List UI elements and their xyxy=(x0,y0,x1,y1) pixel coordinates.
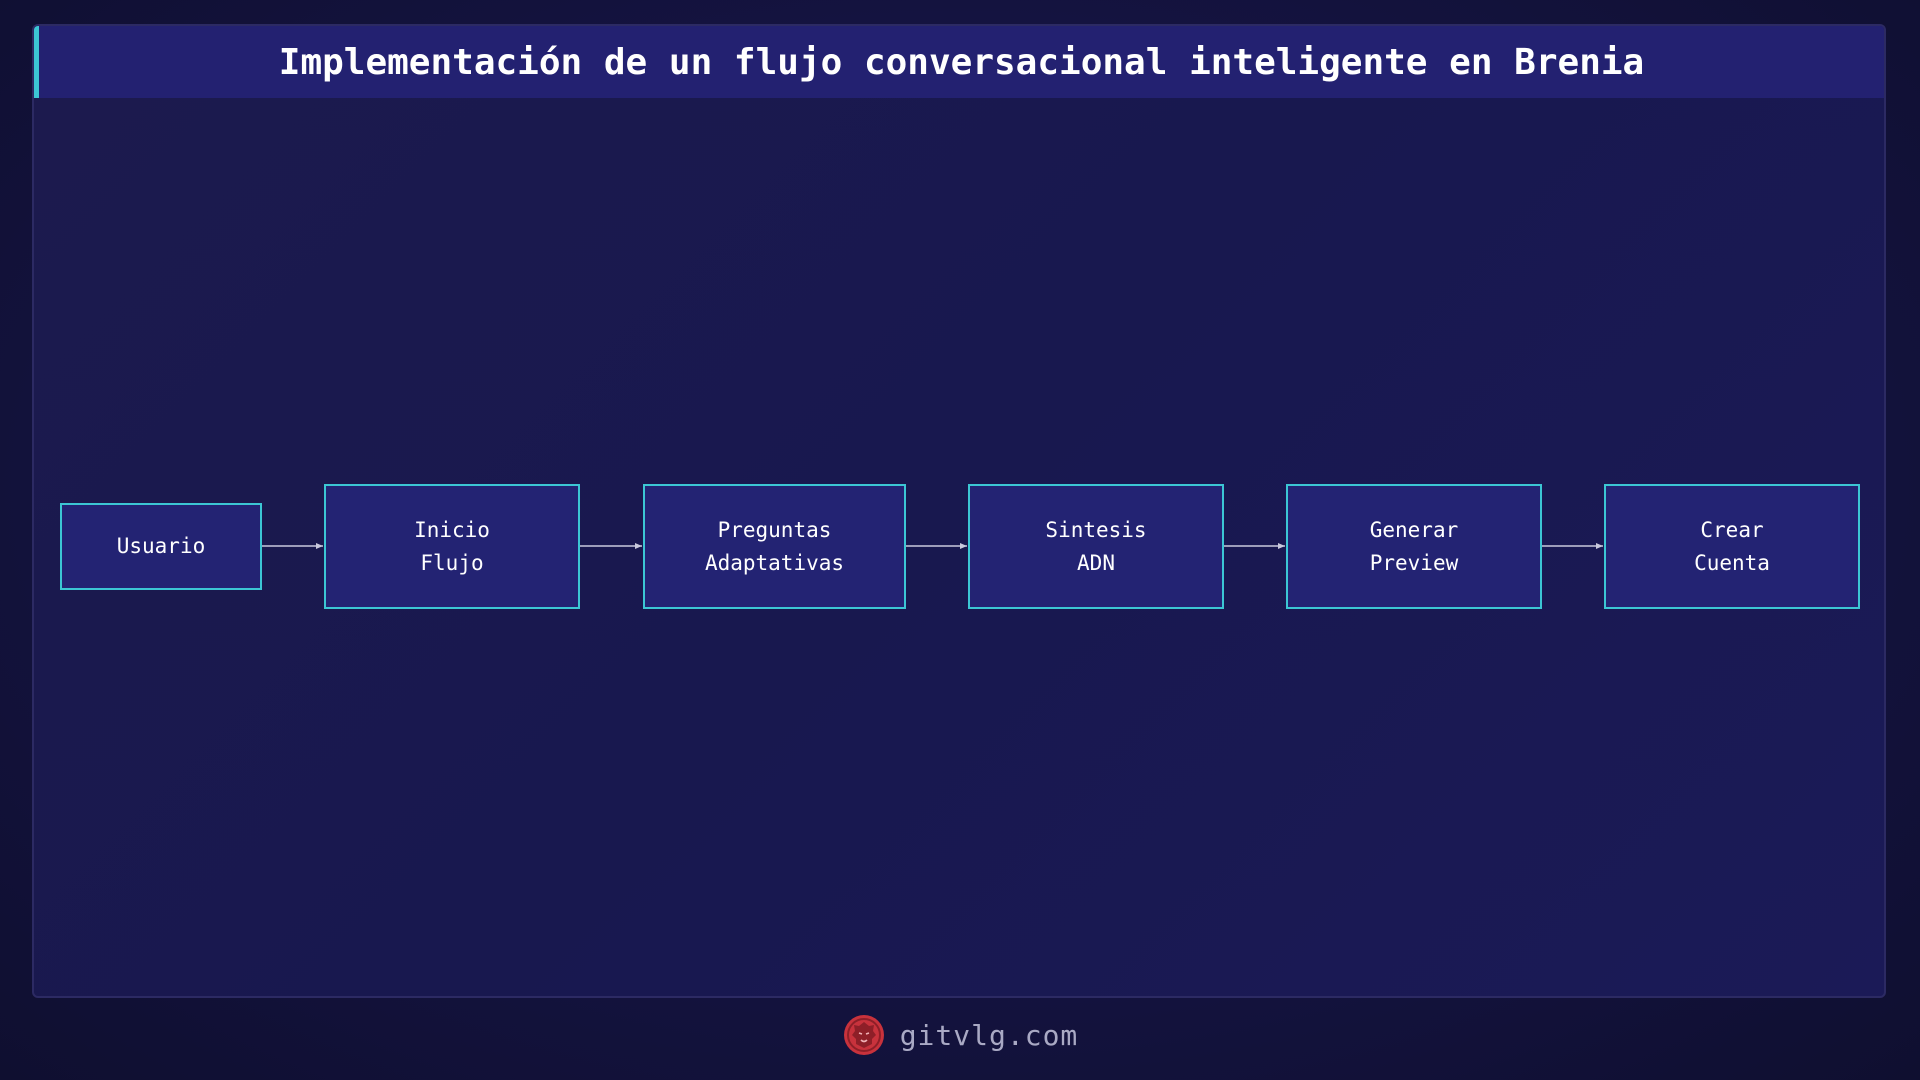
node-label-line: Inicio xyxy=(414,517,490,542)
page-title: Implementación de un flujo conversaciona… xyxy=(278,41,1645,83)
node-label-line: Preguntas xyxy=(717,517,832,542)
footer: gitvlg.com xyxy=(0,1010,1920,1060)
node-label-line: Sintesis xyxy=(1045,517,1147,542)
lion-head-icon xyxy=(843,1015,884,1055)
footer-site[interactable]: gitvlg.com xyxy=(899,1018,1079,1052)
node-label-line: Usuario xyxy=(116,534,206,558)
node-usuario: Usuario xyxy=(60,503,262,590)
node-label-line: Cuenta xyxy=(1694,550,1770,575)
title-bar: Implementación de un flujo conversaciona… xyxy=(34,26,1884,98)
node-label-line: Generar xyxy=(1369,517,1459,542)
node-label-line: ADN xyxy=(1077,550,1115,575)
node-label-line: Flujo xyxy=(420,550,484,575)
node-label-line: Crear xyxy=(1700,517,1764,542)
node-label-line: Adaptativas xyxy=(704,550,845,575)
node-label-line: Preview xyxy=(1369,550,1459,575)
